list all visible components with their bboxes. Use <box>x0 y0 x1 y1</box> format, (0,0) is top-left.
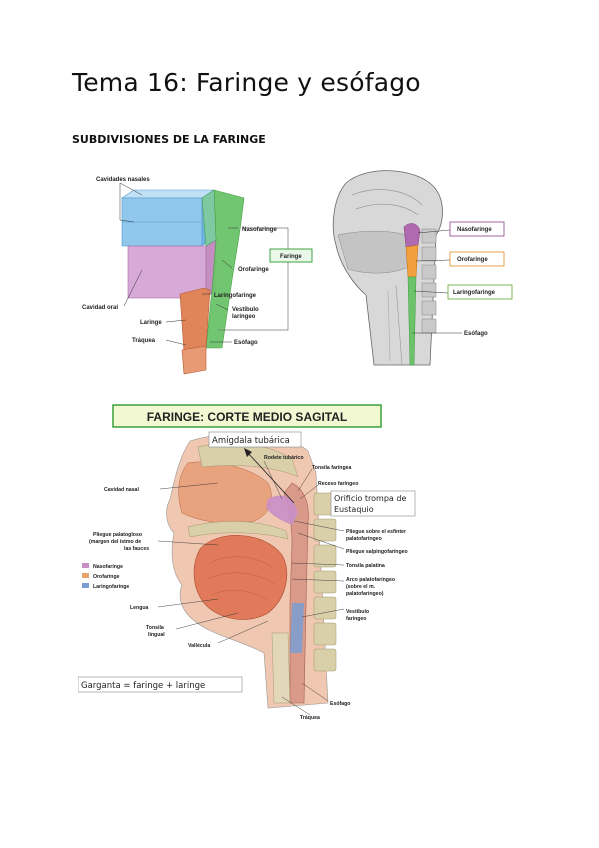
legend-nasofaringe: Nasofaringe <box>93 564 123 570</box>
label-pliegue-esfinter-1: Pliegue sobre el esfínter <box>346 529 406 535</box>
label-traquea-corte: Tráquea <box>300 715 320 721</box>
label-esofago-corte: Esófago <box>330 701 350 707</box>
label-esofago-small: Esófago <box>464 331 488 337</box>
label-tonsila-faringea: Tonsila faríngea <box>312 465 352 471</box>
note-amigdala-tubarica: Amígdala tubárica <box>212 436 290 446</box>
figure-banner-text: FARINGE: CORTE MEDIO SAGITAL <box>147 410 347 424</box>
label-vestibulo-2: laríngeo <box>232 314 256 320</box>
pharynx-subdivision-schema: Faringe Cavidades nasales Nasofaringe Or… <box>82 177 313 375</box>
label-cavidades-nasales: Cavidades nasales <box>96 177 150 183</box>
nasal-cavities-block <box>121 189 215 247</box>
label-faringe: Faringe <box>280 254 302 260</box>
label-arco-2: (sobre el m. <box>346 584 376 590</box>
label-arco-1: Arco palatofaríngeo <box>346 577 395 583</box>
larynx-column <box>179 287 211 375</box>
label-orofaringe: Orofaringe <box>238 267 269 273</box>
label-tonsila-palatina: Tonsila palatina <box>346 563 385 569</box>
label-vallecula: Valléculа <box>188 643 210 649</box>
tongue-shape <box>193 535 288 620</box>
note-orificio-2: Eustaquio <box>334 505 374 514</box>
label-pliegue-palatogloso-3: las fauces <box>124 546 149 552</box>
label-receso-faringeo: Receso faríngeo <box>318 481 358 487</box>
label-tonsila-lingual-2: lingual <box>148 632 165 638</box>
label-nasofaringe: Nasofaringe <box>242 227 277 233</box>
label-vestibulo-2: faríngeo <box>346 616 366 622</box>
region-legend: Nasofaringe Orofaringe Laringofaringe <box>82 563 129 590</box>
label-pliegue-esfinter-2: palatofaríngeo <box>346 536 382 542</box>
pharynx-sagittal-small: Nasofaringe Orofaringe Laringofaringe Es… <box>332 170 513 366</box>
label-lengua: Lengua <box>130 605 149 611</box>
legend-laringofaringe: Laringofaringe <box>93 584 129 590</box>
pharynx-midsagittal-section: FARINGE: CORTE MEDIO SAGITAL Amígdala tu… <box>78 404 416 721</box>
label-laringofaringe-small: Laringofaringe <box>453 290 496 296</box>
section-heading: SUBDIVISIONES DE LA FARINGE <box>72 133 266 146</box>
label-cavidad-oral: Cavidad oral <box>82 305 118 311</box>
label-laringe: Laringe <box>140 320 162 326</box>
label-cavidad-nasal: Cavidad nasal <box>104 487 139 493</box>
label-arco-3: palatofaríngeo) <box>346 591 384 597</box>
label-esofago: Esófago <box>234 340 258 346</box>
label-tonsila-lingual-1: Tonsila <box>146 625 164 631</box>
label-orofaringe-small: Orofaringe <box>457 257 488 263</box>
label-pliegue-palatogloso-1: Pliegue palatogloso <box>93 532 142 538</box>
label-vestibulo-1: Vestíbulo <box>346 609 369 615</box>
note-garganta: Garganta = faringe + laringe <box>81 681 205 691</box>
faringe-box <box>269 248 313 263</box>
label-rodete-tubarico: Rodete tubárico <box>264 455 304 461</box>
label-vestibulo-1: Vestíbulo <box>232 307 259 313</box>
label-pliegue-salpingo: Pliegue salpingofaríngeo <box>346 549 408 555</box>
label-traquea: Tráquea <box>132 338 156 344</box>
label-laringofaringe: Laringofaringe <box>214 293 257 299</box>
pharynx-column <box>201 189 245 349</box>
note-orificio-1: Orificio trompa de <box>334 494 406 503</box>
figure-banner <box>112 404 382 428</box>
label-nasofaringe-small: Nasofaringe <box>457 227 492 233</box>
page-title: Tema 16: Faringe y esófago <box>72 68 421 97</box>
legend-orofaringe: Orofaringe <box>93 574 120 580</box>
label-pliegue-palatogloso-2: (margen del istmo de <box>89 539 141 545</box>
